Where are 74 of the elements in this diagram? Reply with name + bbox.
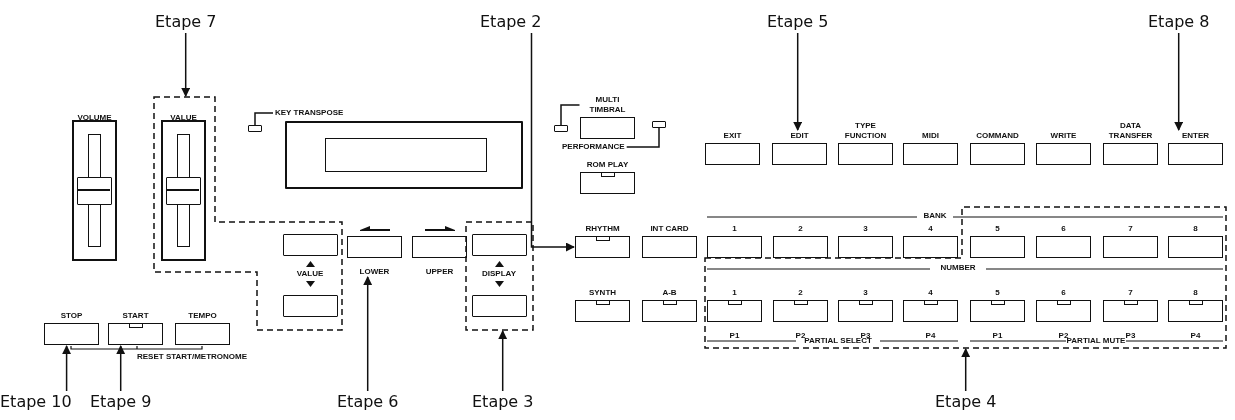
button-label: ENTER: [1181, 131, 1210, 141]
arrow: [116, 345, 126, 392]
button-label: TEMPO: [188, 311, 217, 321]
button-label: TYPE FUNCTION: [843, 121, 888, 141]
arrow: [363, 276, 373, 392]
button-label: MULTI TIMBRAL: [588, 95, 627, 115]
led-indicator: [248, 125, 262, 132]
button-label: RHYTHM: [585, 224, 620, 234]
button-label: 2: [798, 224, 803, 234]
button-label: 5: [995, 288, 1000, 298]
callout-label: Etape 3: [472, 392, 534, 411]
arrow: [498, 330, 508, 392]
callout-label: Etape 4: [935, 392, 997, 411]
arrow: [1174, 32, 1184, 131]
callout-label: Etape 8: [1148, 12, 1210, 31]
button-label: ROM PLAY: [586, 160, 629, 170]
callout-label: Etape 5: [767, 12, 829, 31]
button-label: 8: [1193, 288, 1198, 298]
button-label: MIDI: [922, 131, 939, 141]
panel-label: BANK: [923, 211, 947, 221]
leader-line: [560, 104, 581, 126]
button-label: 1: [732, 288, 737, 298]
callout-label: Etape 2: [480, 12, 542, 31]
button-label: P4: [925, 331, 936, 340]
callout-label: Etape 9: [90, 392, 152, 411]
button-label: 3: [863, 288, 868, 298]
button-label: 1: [732, 224, 737, 234]
led-indicator: [652, 121, 666, 128]
button-label: STOP: [60, 311, 83, 321]
button-label: 8: [1193, 224, 1198, 234]
button-label: WRITE: [1050, 131, 1077, 141]
button-label: DATA TRANSFER: [1107, 121, 1154, 141]
panel-label: DISPLAY: [482, 269, 516, 279]
button-label: 4: [928, 224, 933, 234]
button-label: SYNTH: [588, 288, 617, 298]
slider-label: VOLUME: [77, 113, 112, 122]
arrow: [62, 345, 72, 392]
leader-line: [254, 112, 274, 126]
callout-label: Etape 10: [0, 392, 72, 411]
button-label: 7: [1128, 288, 1133, 298]
arrow: [961, 348, 971, 392]
button-label: 7: [1128, 224, 1133, 234]
callout-label: Etape 6: [337, 392, 399, 411]
button-label: INT CARD: [650, 224, 689, 234]
button-label: 5: [995, 224, 1000, 234]
leader-line: [625, 127, 660, 148]
button-label: COMMAND: [976, 131, 1019, 141]
arrow: [181, 32, 191, 97]
button-label: 6: [1061, 288, 1066, 298]
button-label: EDIT: [790, 131, 809, 141]
button-label: P1: [992, 331, 1003, 340]
button-label: 3: [863, 224, 868, 234]
led-indicator: [554, 125, 568, 132]
slider-label: VALUE: [170, 113, 197, 122]
panel-label: KEY TRANSPOSE: [275, 108, 344, 118]
button-label: P1: [729, 331, 740, 340]
button-label: START: [122, 311, 149, 321]
display-screen: [285, 121, 523, 189]
panel-label: PERFORMANCE: [562, 142, 625, 152]
button-label: UPPER: [425, 267, 454, 276]
panel-label: VALUE: [296, 269, 324, 279]
panel-label: NUMBER: [940, 263, 976, 273]
callout-label: Etape 7: [155, 12, 217, 31]
button-label: A-B: [662, 288, 677, 298]
arrow: [530, 32, 575, 252]
button-label: EXIT: [723, 131, 742, 141]
panel-label: RESET START/METRONOME: [137, 352, 248, 362]
button-label: P3: [1125, 331, 1136, 340]
button-label: 4: [928, 288, 933, 298]
button-label: 6: [1061, 224, 1066, 234]
button-label: LOWER: [359, 267, 390, 276]
button-label: P4: [1190, 331, 1201, 340]
arrow: [793, 32, 803, 131]
button-label: 2: [798, 288, 803, 298]
